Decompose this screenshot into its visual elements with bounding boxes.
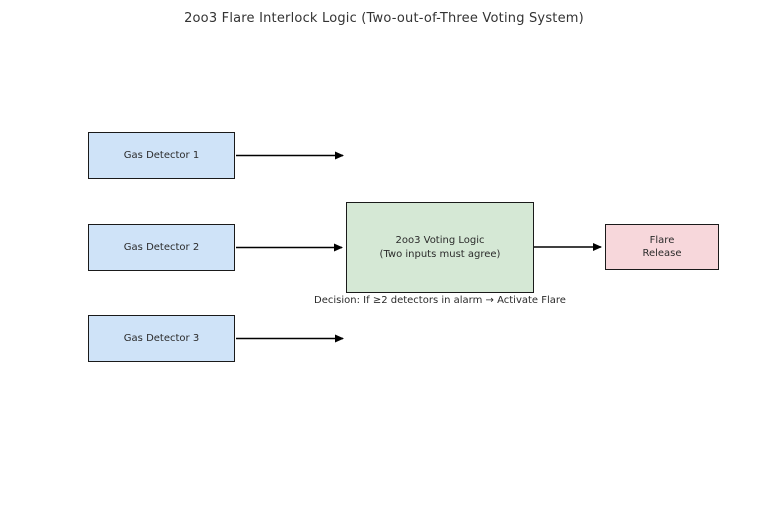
node-gas-detector-3: Gas Detector 3: [88, 315, 235, 362]
node-gas-detector-1-label: Gas Detector 1: [123, 149, 200, 161]
node-gas-detector-1: Gas Detector 1: [88, 132, 235, 179]
node-gas-detector-3-label: Gas Detector 3: [123, 332, 200, 344]
node-voting-logic-label: 2oo3 Voting Logic (Two inputs must agree…: [379, 235, 501, 260]
decision-annotation: Decision: If ≥2 detectors in alarm → Act…: [314, 295, 566, 306]
node-voting-logic: 2oo3 Voting Logic (Two inputs must agree…: [346, 202, 534, 293]
diagram-title: 2oo3 Flare Interlock Logic (Two-out-of-T…: [184, 11, 584, 26]
node-gas-detector-2-label: Gas Detector 2: [123, 241, 200, 253]
node-flare-release: Flare Release: [605, 224, 719, 270]
node-gas-detector-2: Gas Detector 2: [88, 224, 235, 271]
node-flare-release-label: Flare Release: [642, 234, 682, 260]
